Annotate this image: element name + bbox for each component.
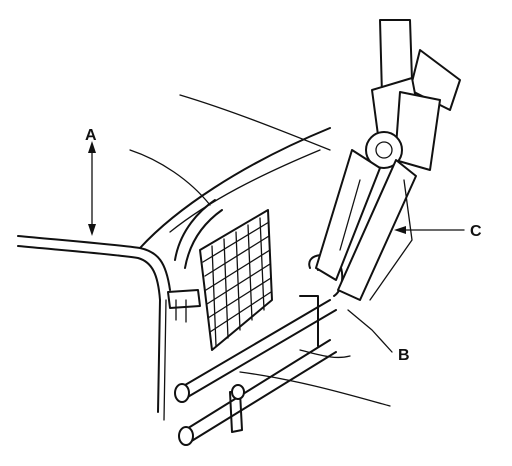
callout-leaders [88,141,465,353]
seat-frame-rods [174,295,391,446]
hog-ring-pliers [315,19,461,301]
heater-mat [199,209,273,351]
callout-b-label: B [398,347,410,364]
body-panel [17,94,331,421]
callout-c-label: C [470,223,482,240]
wire-harness [167,199,223,323]
callout-a-label: A [85,127,97,144]
